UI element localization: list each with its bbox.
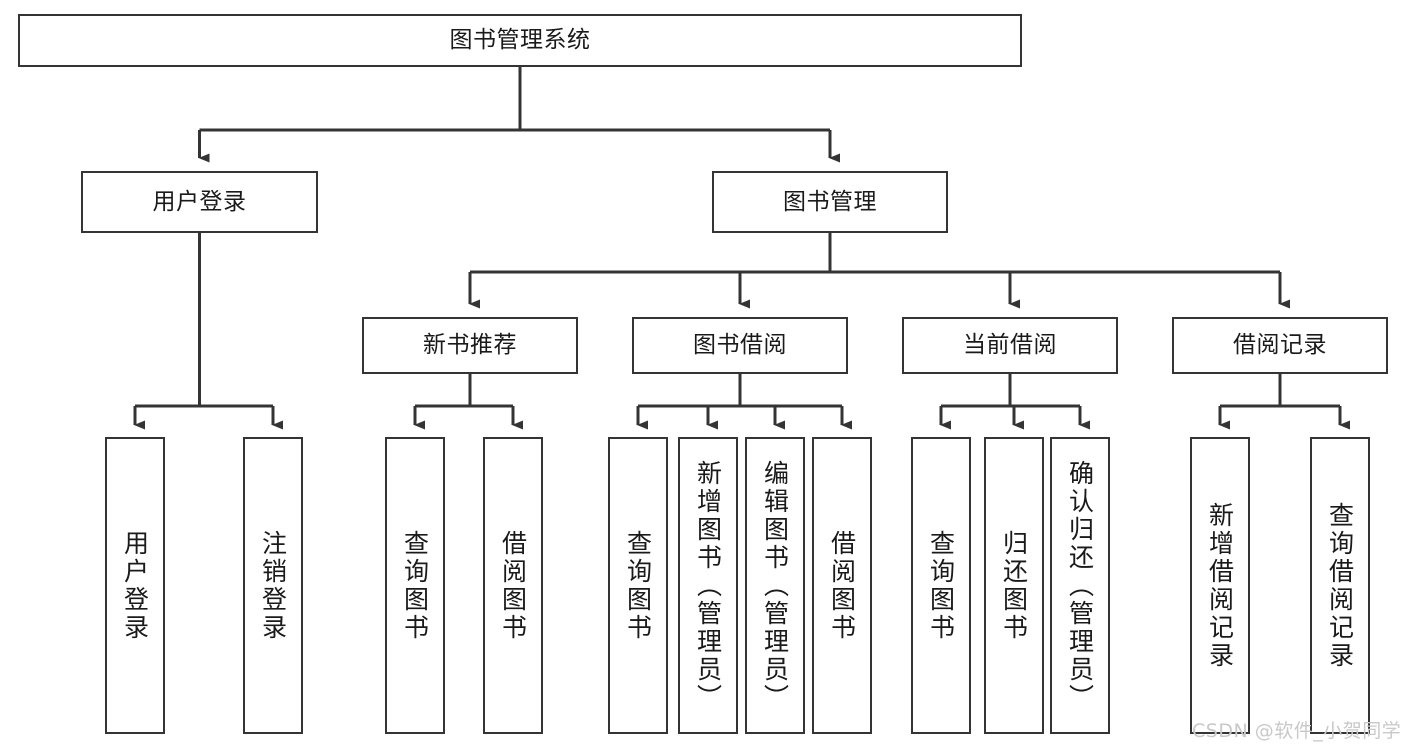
edges-book-manage-to-level3 <box>468 233 1290 309</box>
node-borrow-record[interactable]: 借阅记录 <box>1172 317 1388 374</box>
edges-current-borrow-to-leaves <box>939 374 1090 430</box>
node-new-book-recommend[interactable]: 新书推荐 <box>362 317 578 374</box>
node-leaf-query-record[interactable]: 查询借阅记录 <box>1310 437 1370 734</box>
node-label-leaf-return-book: 归还图书 <box>999 529 1029 642</box>
node-label-book-manage: 图书管理 <box>783 188 877 215</box>
node-leaf-logout[interactable]: 注销登录 <box>243 437 303 734</box>
node-label-leaf-add-record: 新增借阅记录 <box>1205 501 1235 670</box>
node-label-leaf-query-record: 查询借阅记录 <box>1325 501 1355 670</box>
node-leaf-borrow-book-2[interactable]: 借阅图书 <box>812 437 872 734</box>
node-label-leaf-query-book-3: 查询图书 <box>926 529 956 642</box>
csdn-watermark: CSDN @软件_小贺同学 <box>1192 720 1402 742</box>
node-label-leaf-user-login: 用户登录 <box>120 529 150 642</box>
node-label-leaf-query-book-1: 查询图书 <box>400 529 430 642</box>
node-label-leaf-borrow-book-2: 借阅图书 <box>827 529 857 642</box>
node-book-borrow[interactable]: 图书借阅 <box>632 317 848 374</box>
node-label-borrow-record: 借阅记录 <box>1233 332 1327 359</box>
node-label-leaf-query-book-2: 查询图书 <box>623 529 653 642</box>
node-leaf-query-book-2[interactable]: 查询图书 <box>608 437 668 734</box>
node-label-user-login: 用户登录 <box>152 188 247 215</box>
node-label-book-borrow: 图书借阅 <box>693 332 787 359</box>
node-label-new-book-recommend: 新书推荐 <box>423 332 517 359</box>
node-label-root: 图书管理系统 <box>449 27 591 54</box>
edges-new-book-recommend-to-leaves <box>413 374 523 430</box>
node-book-manage[interactable]: 图书管理 <box>712 171 948 233</box>
node-current-borrow[interactable]: 当前借阅 <box>902 317 1118 374</box>
node-label-current-borrow: 当前借阅 <box>963 332 1057 359</box>
node-label-leaf-add-book: 新增图书（管理员） <box>693 459 723 712</box>
node-user-login[interactable]: 用户登录 <box>81 171 318 233</box>
node-leaf-add-record[interactable]: 新增借阅记录 <box>1190 437 1250 734</box>
node-label-leaf-confirm-return: 确认归还（管理员） <box>1065 459 1095 712</box>
edges-root-to-level2 <box>198 67 840 163</box>
node-label-leaf-borrow-book-1: 借阅图书 <box>498 529 528 642</box>
node-leaf-query-book-1[interactable]: 查询图书 <box>385 437 445 734</box>
node-leaf-query-book-3[interactable]: 查询图书 <box>911 437 971 734</box>
edges-book-borrow-to-leaves <box>636 374 852 430</box>
node-leaf-borrow-book-1[interactable]: 借阅图书 <box>483 437 543 734</box>
node-leaf-edit-book[interactable]: 编辑图书（管理员） <box>745 437 805 734</box>
node-leaf-user-login[interactable]: 用户登录 <box>105 437 165 734</box>
edges-user-login-to-leaves <box>133 233 283 430</box>
node-root-book-management-system[interactable]: 图书管理系统 <box>18 14 1022 67</box>
node-label-leaf-edit-book: 编辑图书（管理员） <box>760 459 790 712</box>
edges-borrow-record-to-leaves <box>1218 374 1350 430</box>
node-leaf-add-book[interactable]: 新增图书（管理员） <box>678 437 738 734</box>
node-leaf-confirm-return[interactable]: 确认归还（管理员） <box>1050 437 1110 734</box>
node-leaf-return-book[interactable]: 归还图书 <box>984 437 1044 734</box>
node-label-leaf-logout: 注销登录 <box>258 529 288 642</box>
